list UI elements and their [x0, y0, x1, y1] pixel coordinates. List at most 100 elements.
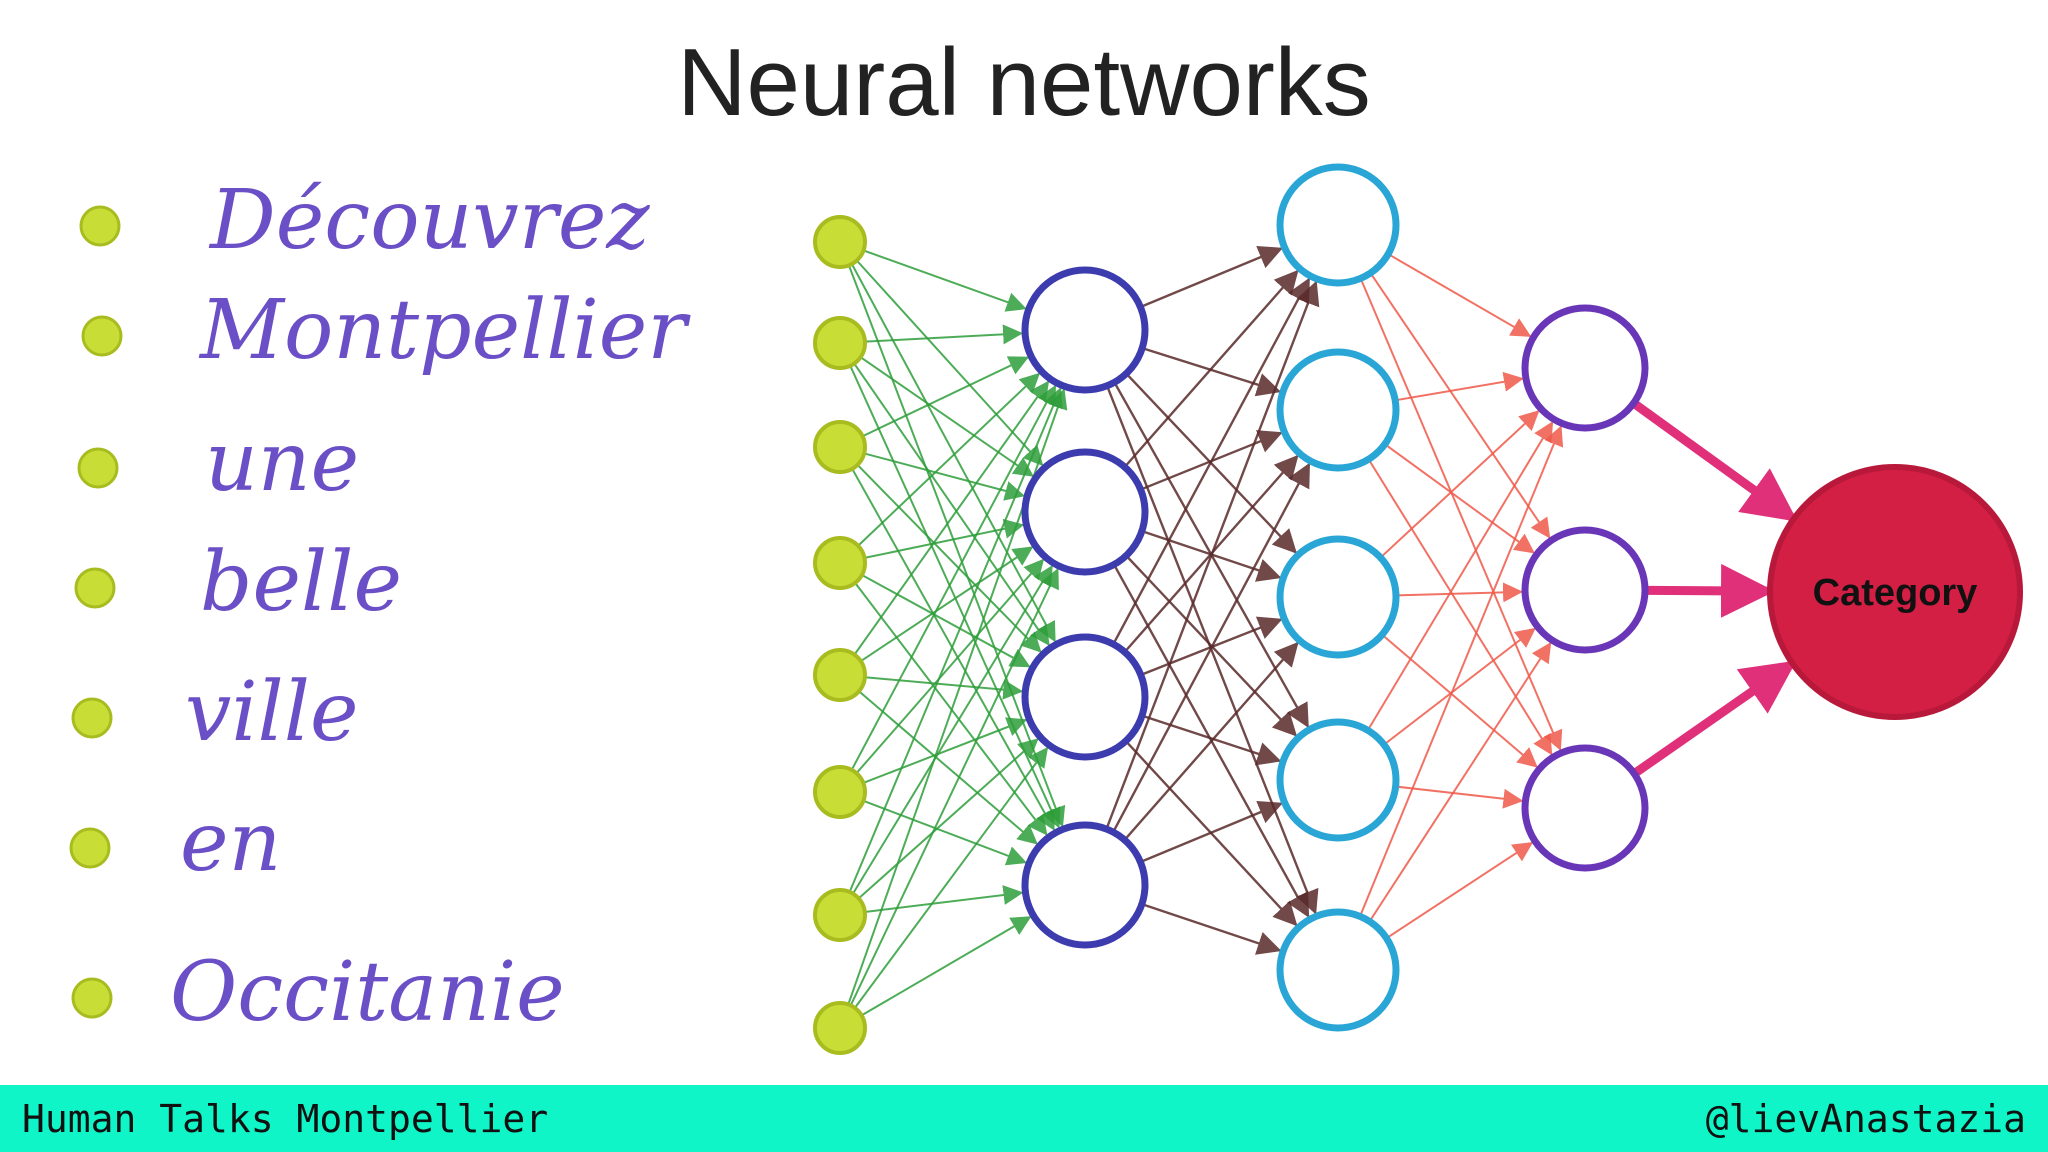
edge-layer1-2-to-0	[1112, 277, 1310, 646]
input-node-0-6	[813, 888, 867, 942]
input-node-0-1	[813, 316, 867, 370]
hidden-node-2-0	[1276, 163, 1400, 287]
input-node-0-5	[813, 765, 867, 819]
edge-layer0-3-to-2	[860, 573, 1031, 668]
footer-bar: Human Talks Montpellier @lievAnastazia	[0, 1085, 2048, 1152]
edge-layer1-3-to-3	[1139, 800, 1283, 864]
edge-layer1-1-to-3	[1124, 554, 1298, 737]
edge-layer0-4-to-0	[853, 380, 1050, 656]
nodes-group: Category	[813, 163, 2023, 1055]
edge-layer0-5-to-0	[850, 384, 1057, 771]
hidden-node-3-1	[1521, 526, 1649, 654]
edge-layer0-2-to-0	[861, 356, 1030, 438]
word-bullet-2	[77, 447, 119, 489]
output-node-4-0	[1767, 464, 2023, 720]
word-label-0: Découvrez	[208, 173, 650, 268]
edge-layer0-5-to-1	[855, 558, 1045, 775]
edge-layer0-0-to-1	[855, 259, 1044, 467]
edge-layer2-1-to-1	[1383, 443, 1535, 554]
edge-layer1-2-to-3	[1140, 714, 1282, 766]
edge-layer1-0-to-0	[1139, 245, 1283, 309]
edge-layer2-3-to-0	[1366, 421, 1554, 732]
input-node-0-4	[813, 648, 867, 702]
edge-layer3-0-to-0	[1629, 398, 1798, 522]
edge-layer3-1-to-0	[1640, 563, 1776, 618]
hidden-node-2-2	[1276, 535, 1400, 659]
word-label-6: Occitanie	[170, 945, 565, 1040]
footer-author-handle: @lievAnastazia	[1705, 1096, 2026, 1141]
word-bullet-6	[71, 977, 113, 1019]
edge-layer0-1-to-1	[859, 356, 1034, 477]
edge-layer0-3-to-0	[857, 372, 1041, 547]
word-bullet-0	[79, 205, 121, 247]
edge-layer0-4-to-1	[859, 546, 1034, 663]
edge-layer0-2-to-2	[856, 463, 1042, 653]
edge-layer2-4-to-0	[1359, 425, 1564, 918]
hidden-node-2-4	[1276, 908, 1400, 1032]
output-category-label: Category	[1813, 572, 1978, 614]
word-bullet-3	[74, 567, 116, 609]
footer-event-name: Human Talks Montpellier	[22, 1096, 549, 1141]
edge-layer0-2-to-3	[851, 467, 1055, 831]
edge-layer1-3-to-1	[1112, 462, 1311, 834]
hidden-node-3-2	[1521, 744, 1649, 872]
edge-layer0-7-to-3	[860, 916, 1032, 1017]
hidden-node-1-2	[1021, 633, 1149, 761]
input-node-0-7	[813, 1001, 867, 1055]
edge-layer2-0-to-1	[1369, 272, 1551, 539]
edge-layer2-1-to-0	[1394, 371, 1524, 402]
edge-layer0-1-to-3	[849, 364, 1061, 829]
edge-layer2-3-to-1	[1382, 627, 1536, 746]
word-bullet-1	[81, 315, 123, 357]
edge-layer0-6-to-0	[848, 387, 1063, 893]
edge-layer2-1-to-2	[1367, 458, 1553, 756]
edge-layer1-3-to-4	[1140, 902, 1282, 955]
input-node-0-0	[813, 215, 867, 269]
edge-layer2-4-to-1	[1368, 641, 1552, 923]
edge-layer3-2-to-0	[1629, 660, 1797, 779]
hidden-node-1-0	[1021, 266, 1149, 394]
hidden-node-2-3	[1276, 718, 1400, 842]
edge-layer0-2-to-1	[863, 452, 1026, 501]
edge-layer0-5-to-2	[862, 717, 1028, 784]
word-label-4: ville	[185, 665, 359, 760]
edge-layer2-2-to-0	[1379, 410, 1540, 559]
edge-layer0-1-to-0	[863, 324, 1024, 345]
edge-layer0-1-to-2	[853, 362, 1050, 647]
hidden-node-2-1	[1276, 348, 1400, 472]
edge-layer0-7-to-2	[853, 746, 1049, 1009]
word-label-2: une	[205, 415, 359, 510]
input-node-0-2	[813, 420, 867, 474]
edge-layer0-4-to-2	[863, 676, 1024, 700]
edge-layer0-4-to-3	[857, 690, 1038, 845]
edge-layer0-5-to-3	[862, 799, 1028, 866]
edge-layer0-7-to-1	[849, 568, 1059, 1007]
edge-layer2-0-to-0	[1387, 253, 1532, 337]
word-label-1: Montpellier	[198, 283, 691, 378]
hidden-node-1-1	[1021, 448, 1149, 576]
edge-layer2-4-to-2	[1385, 842, 1534, 940]
edge-layer1-3-to-2	[1123, 641, 1299, 842]
edge-layer2-2-to-2	[1381, 633, 1538, 768]
edge-layer1-3-to-0	[1105, 280, 1320, 831]
edge-layer0-3-to-1	[863, 518, 1025, 559]
word-bullet-5	[69, 827, 111, 869]
word-label-3: belle	[200, 535, 402, 630]
word-label-5: en	[180, 795, 281, 890]
edge-layer2-2-to-1	[1394, 582, 1524, 603]
edge-layer1-1-to-0	[1123, 269, 1299, 469]
edge-layer0-6-to-3	[863, 885, 1024, 913]
edge-layer0-6-to-2	[857, 738, 1039, 900]
edge-layer2-3-to-2	[1394, 785, 1524, 809]
edge-layer0-6-to-1	[851, 564, 1053, 895]
slide-title: Neural networks	[677, 29, 1371, 136]
input-node-0-3	[813, 536, 867, 590]
edge-layer0-0-to-0	[862, 249, 1027, 312]
edge-layer0-0-to-2	[850, 263, 1056, 643]
hidden-node-3-0	[1521, 304, 1649, 432]
hidden-node-1-3	[1021, 821, 1149, 949]
word-bullet-4	[71, 697, 113, 739]
edge-layer2-0-to-2	[1359, 277, 1563, 751]
